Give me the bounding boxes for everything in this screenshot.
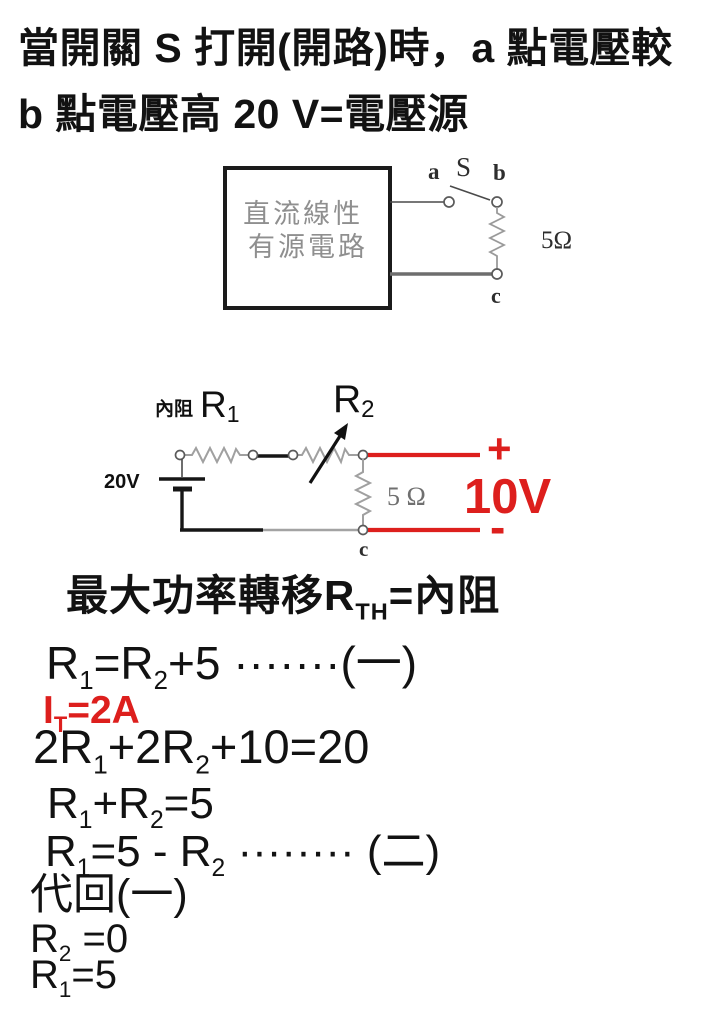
result-r1: R1=5 [30, 953, 117, 1002]
r2-label: R2 [333, 378, 375, 423]
source-voltage-label: 20V [104, 471, 140, 493]
label-c2: c [359, 537, 368, 561]
polarity-minus: - [490, 501, 505, 553]
node-a [443, 196, 455, 208]
node-c [491, 268, 503, 280]
node-left [174, 449, 186, 461]
equation-2: R1=5 - R2 ········ (二) [45, 827, 441, 882]
load-5ohm-label: 5 Ω [387, 482, 426, 511]
equation-kvl: 2R1+2R2+10=20 [33, 720, 370, 780]
dc-active-circuit-box-label: 直流線性 有源電路 [243, 199, 373, 262]
resistor-5ohm-load [353, 459, 373, 525]
resistor-r2 [297, 445, 359, 465]
header-line-1: 當開關 S 打開(開路)時，a 點電壓較 [18, 25, 673, 71]
label-b: b [493, 160, 506, 185]
max-power-transfer-heading: 最大功率轉移RTH=內阻 [66, 572, 501, 625]
variable-resistor-arrow [308, 435, 342, 484]
variable-resistor-arrow-head [334, 423, 348, 440]
header-line-2: b 點電壓高 20 V=電壓源 [18, 91, 469, 137]
label-c: c [491, 283, 501, 308]
node-b [491, 196, 503, 208]
node-mid2 [287, 449, 299, 461]
internal-resistance-label: 內阻 [155, 398, 193, 420]
resistor-r1 [185, 445, 256, 465]
result-r2: R2 =0 [30, 917, 129, 966]
dc-active-circuit-box [223, 166, 392, 310]
voltage-reading: 10V [464, 470, 552, 524]
r1-label: R1 [200, 384, 240, 427]
label-a: a [428, 159, 440, 184]
equation-sum: R1+R2=5 [47, 779, 214, 834]
equation-it: IT=2A [43, 689, 140, 737]
node-right [357, 449, 369, 461]
resistor-5ohm-vertical [487, 207, 507, 269]
label-5ohm: 5Ω [541, 227, 572, 254]
circuit1-diagram: 直流線性 有源電路 a S b 5Ω c [223, 152, 572, 310]
circuit2-diagram: 內阻 R1 R2 20V 5 Ω c + [104, 378, 552, 561]
equation-1: R1=R2+5 ·······(一) [46, 637, 418, 696]
node-c2 [357, 524, 369, 536]
switch-blade [449, 185, 491, 201]
node-mid1 [247, 449, 259, 461]
polarity-plus: + [487, 425, 512, 472]
substitute-note: 代回(一) [30, 871, 188, 919]
label-s: S [456, 152, 471, 182]
